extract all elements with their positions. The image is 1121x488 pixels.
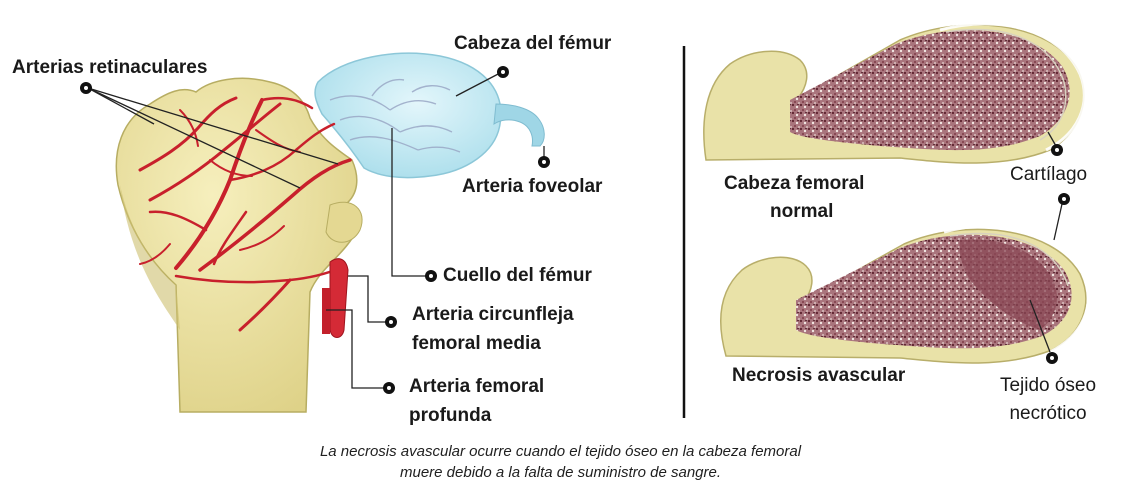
label-tejido-line1: Tejido óseo (988, 372, 1108, 399)
label-arteria-femoral-line2: profunda (409, 402, 491, 430)
normal-head-illustration (704, 24, 1084, 163)
label-arteria-femoral-line1: Arteria femoral (409, 373, 544, 401)
label-arteria-circunfleja-line1: Arteria circunfleja (412, 301, 574, 329)
figure-caption: La necrosis avascular ocurre cuando el t… (0, 441, 1121, 483)
foveolar-artery-shape (494, 104, 544, 146)
left-femur-illustration (80, 53, 550, 412)
label-tejido-line2: necrótico (988, 400, 1108, 427)
femoral-profunda-shape (322, 288, 330, 334)
caption-line-2: muere debido a la falta de suministro de… (0, 462, 1121, 483)
label-necrosis-avascular: Necrosis avascular (732, 362, 905, 390)
label-cartilago: Cartílago (1010, 161, 1087, 188)
label-arteria-foveolar: Arteria foveolar (462, 173, 602, 201)
label-cabeza-femoral-normal-line2: normal (770, 198, 833, 226)
circunfleja-pointer-line (348, 276, 386, 322)
caption-line-1: La necrosis avascular ocurre cuando el t… (0, 441, 1121, 462)
femur-bone-shape (116, 78, 356, 412)
label-arterias-retinaculares: Arterias retinaculares (12, 54, 207, 82)
label-cabeza-femoral-normal-line1: Cabeza femoral (724, 170, 864, 198)
label-cabeza-del-femur: Cabeza del fémur (454, 30, 611, 58)
label-cuello-del-femur: Cuello del fémur (443, 262, 592, 290)
label-arteria-circunfleja-line2: femoral media (412, 330, 541, 358)
circumflex-artery-shape (330, 259, 348, 338)
lesser-trochanter (326, 202, 362, 242)
